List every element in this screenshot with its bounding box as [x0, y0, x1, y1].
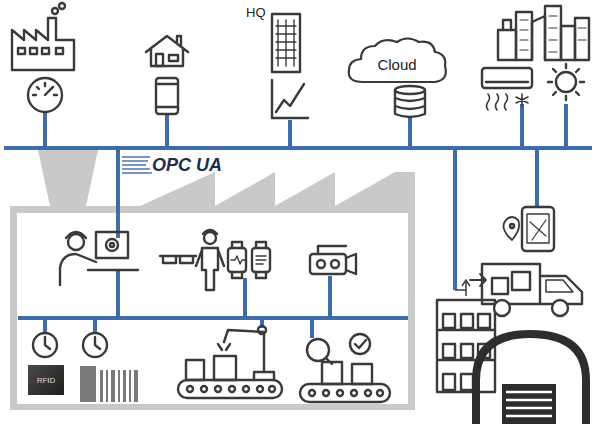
- air-conditioner-icon: [482, 68, 532, 110]
- smart-glasses-icon: [160, 256, 196, 263]
- warehouse-dome-icon: [476, 334, 586, 424]
- cloud-shape: [349, 39, 446, 83]
- rfid-tag: RFID: [28, 365, 64, 395]
- barcode-icon: [80, 366, 138, 402]
- building-label: HQ: [246, 5, 266, 20]
- hq-building-icon: [272, 14, 300, 72]
- city-icon: [498, 6, 589, 60]
- cloud-node: Cloud: [343, 34, 451, 90]
- bus-lines: [4, 104, 592, 338]
- truck-icon: [470, 264, 582, 316]
- sun-icon: [548, 64, 584, 100]
- house-icon: [146, 36, 188, 66]
- factory-icon: [12, 3, 74, 70]
- opc-logo-stripes: [122, 157, 152, 173]
- tracking-phone-icon: [503, 207, 554, 251]
- clock-icon: [33, 333, 107, 357]
- inspection-conveyor-icon: [300, 334, 390, 402]
- warehouse-arrow: [455, 280, 470, 296]
- engineer-laptop-icon: [60, 232, 138, 285]
- protocol-logo-text: OPC UA: [152, 155, 222, 176]
- node-text: Cloud: [377, 56, 416, 73]
- database-icon: [395, 86, 425, 117]
- gauge-icon: [28, 78, 62, 112]
- chart-icon: [272, 80, 308, 118]
- robot-conveyor-icon: [178, 326, 282, 398]
- camera-icon: [310, 246, 356, 274]
- node-text: RFID: [37, 376, 56, 385]
- worker-icon: [196, 230, 224, 290]
- factory-outline: [10, 150, 415, 410]
- smartwatch-icon: [228, 242, 270, 278]
- phone-icon: [156, 78, 178, 114]
